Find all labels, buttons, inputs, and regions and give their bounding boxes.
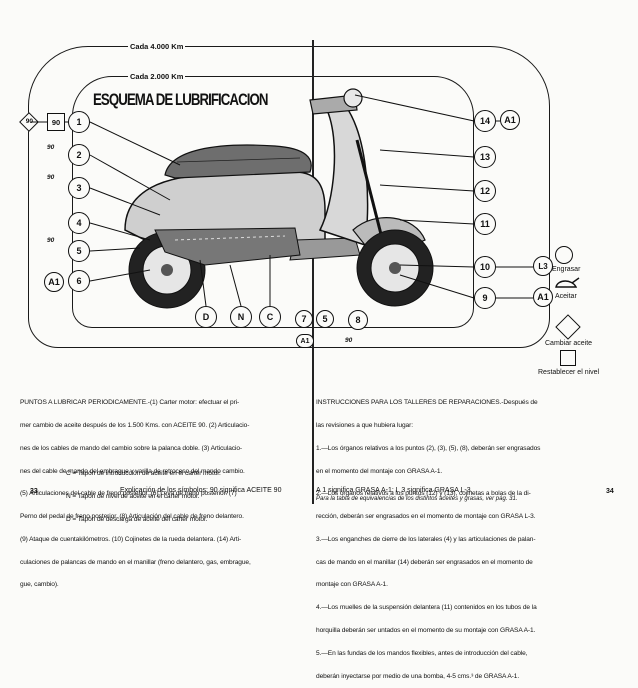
point-12: 12: [474, 180, 496, 202]
legend-grease-label: Engrasar: [552, 266, 581, 273]
leader-lines: [31, 94, 533, 307]
point-11: 11: [474, 213, 496, 235]
oil-can-marker-5: 90: [47, 237, 55, 244]
left-footer: Explicación de los símbolos: 90 signific…: [120, 487, 282, 494]
left-line-7: (9) Ataque de cuentakilómetros. (10) Coj…: [20, 535, 242, 543]
point-6: 6: [68, 270, 90, 292]
right-line-9: montaje con GRASA A-1.: [316, 581, 388, 589]
page-number-right: 34: [606, 488, 614, 495]
left-line-9: gue, cambio).: [20, 581, 59, 589]
legend-restore-level-symbol: [560, 350, 576, 366]
oil-can-marker-bottom: 90: [345, 337, 353, 344]
right-line-10: 4.—Los muelles de la suspensión delanter…: [316, 604, 537, 612]
legend-oil-can-icon: [555, 277, 580, 288]
right-line-13: deberán inyectarse por medio de una bomb…: [316, 672, 520, 680]
right-line-5: 2.—Los órganos relativos a los puntos (1…: [316, 490, 531, 498]
left-line-2: mer cambio de aceite después de los 1.50…: [20, 421, 250, 429]
point-14: 14: [474, 110, 496, 132]
right-line-6: rección, deberán ser engrasados en el mo…: [316, 513, 536, 521]
key-C: C = Tapón de introducción de aceite en e…: [66, 470, 221, 478]
point-5: 5: [68, 240, 90, 262]
right-footer: A 1 significa GRASA A-1; L 3 significa G…: [316, 487, 473, 494]
interval-path-4000: [28, 46, 550, 348]
interval-label-2000: Cada 2.000 Km: [128, 72, 186, 81]
interval-label-4000: Cada 4.000 Km: [128, 42, 186, 51]
left-line-4: nes del cable de mando del embrague y va…: [20, 467, 245, 475]
diagram-title: ESQUEMA DE LUBRIFICACION: [93, 90, 268, 109]
left-line-3: nes de los cables de mando del cambio so…: [20, 444, 243, 452]
oil-can-marker-2: 90: [47, 144, 55, 151]
right-instructions: INSTRUCCIONES PARA LOS TALLERES DE REPAR…: [316, 384, 540, 688]
right-note: Para la tabla de equivalencias de los di…: [316, 496, 518, 502]
grease-a1-marker-9: A1: [533, 287, 553, 307]
point-13: 13: [474, 146, 496, 168]
grease-l3-marker: L3: [533, 256, 553, 276]
point-N: N: [230, 306, 252, 328]
grease-a1-marker-left: A1: [44, 272, 64, 292]
oil-can-marker-3: 90: [47, 174, 55, 181]
grease-a1-marker-14: A1: [500, 110, 520, 130]
key-D: D = Tapón de descarga de aceite del cart…: [66, 515, 208, 523]
point-C: C: [259, 306, 281, 328]
legend-change-oil-label: Cambiar aceite: [545, 340, 593, 347]
right-line-11: horquilla deberán ser untados en el mome…: [316, 627, 536, 634]
right-line-12: 5.—En las fundas de los mandos flexibles…: [316, 649, 528, 657]
right-line-2: las revisiones a que hubiera lugar:: [316, 421, 413, 429]
point-9: 9: [474, 287, 496, 309]
legend-grease-symbol: [555, 246, 573, 264]
point-1: 1: [68, 111, 90, 133]
page-number-left: 33: [30, 488, 38, 495]
right-line-7: 3.—Los enganches de cierre de los latera…: [316, 535, 536, 543]
right-line-8: cas de mando en el manillar (14) deberán…: [316, 558, 533, 566]
oil-90-square-marker: 90: [47, 113, 65, 131]
legend-restore-level-label: Restablecer el nivel: [538, 369, 600, 376]
left-line-5: (5) Articulaciones del cable de freno po…: [20, 490, 237, 498]
point-8: 8: [348, 310, 368, 330]
left-line-8: culaciones de palancas de mando en el ma…: [20, 558, 251, 566]
right-line-1: INSTRUCCIONES PARA LOS TALLERES DE REPAR…: [316, 399, 538, 407]
page-gutter: [312, 40, 314, 504]
grease-a1-marker-bottom: A1: [296, 334, 314, 348]
point-10: 10: [474, 256, 496, 278]
point-2: 2: [68, 144, 90, 166]
point-3: 3: [68, 177, 90, 199]
left-line-1: PUNTOS A LUBRICAR PERIODICAMENTE.-(1) Ca…: [20, 399, 240, 407]
right-line-3: 1.—Los órganos relativos a los puntos (2…: [316, 444, 541, 452]
legend-oil-label: Aceitar: [555, 293, 577, 300]
key-N: N = Tapón de nivel de aceite en el carte…: [66, 492, 200, 500]
right-line-4: en el momento del montaje con GRASA A-1.: [316, 467, 443, 475]
point-5-bottom: 5: [316, 310, 334, 328]
point-D: D: [195, 306, 217, 328]
point-7: 7: [295, 310, 313, 328]
scooter-illustration: [124, 88, 434, 309]
point-4: 4: [68, 212, 90, 234]
